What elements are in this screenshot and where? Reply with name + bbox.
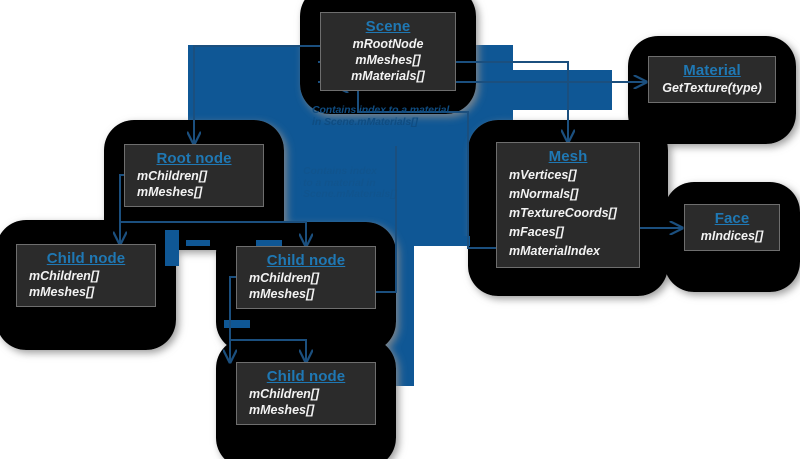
node-scene-title: Scene: [365, 18, 411, 35]
node-child-node-2-title: Child node: [266, 252, 346, 269]
annotation-material-index: Contains index to a material in Scene.mM…: [312, 104, 450, 128]
edge-scene-rootnode: [194, 45, 336, 144]
node-mesh-field-mvertices: mVertices[]: [509, 168, 577, 182]
node-material-title: Material: [683, 62, 741, 79]
node-material[interactable]: Material GetTexture(type): [648, 56, 776, 103]
node-root-node-title: Root node: [156, 150, 232, 167]
node-child-node-2[interactable]: Child node mChildren[] mMeshes[]: [236, 246, 376, 309]
edge-root-child2: [120, 221, 306, 246]
node-child-node-1-field-mchildren: mChildren[]: [29, 269, 100, 283]
edge-child2-child3-b: [230, 339, 306, 362]
node-face-field-mindices: mIndices[]: [700, 229, 764, 243]
node-scene-field-mmeshes: mMeshes[]: [355, 53, 421, 67]
node-child-node-3[interactable]: Child node mChildren[] mMeshes[]: [236, 362, 376, 425]
blue-overlap-slivers: [165, 230, 470, 328]
node-child-node-2-field-mchildren: mChildren[]: [249, 271, 320, 285]
node-mesh-title: Mesh: [548, 148, 588, 165]
node-mesh-field-mnormals: mNormals[]: [509, 187, 579, 201]
node-scene-field-mmaterials: mMaterials[]: [351, 69, 425, 83]
node-scene[interactable]: Scene mRootNode mMeshes[] mMaterials[]: [320, 12, 456, 91]
node-mesh-field-mtexturecoords: mTextureCoords[]: [509, 206, 617, 220]
node-child-node-3-field-mchildren: mChildren[]: [249, 387, 320, 401]
node-material-field-gettexture: GetTexture(type): [662, 81, 762, 95]
node-mesh-field-mfaces: mFaces[]: [509, 225, 564, 239]
node-root-node[interactable]: Root node mChildren[] mMeshes[]: [124, 144, 264, 207]
node-scene-field-mrootnode: mRootNode: [352, 37, 424, 51]
node-root-node-field-mchildren: mChildren[]: [137, 169, 208, 183]
node-child-node-1-field-mmeshes: mMeshes[]: [29, 285, 95, 299]
node-child-node-1[interactable]: Child node mChildren[] mMeshes[]: [16, 244, 156, 307]
node-mesh[interactable]: Mesh mVertices[] mNormals[] mTextureCoor…: [496, 142, 640, 268]
node-face-title: Face: [714, 210, 750, 227]
edge-scene-mesh: [452, 61, 568, 142]
node-child-node-2-field-mmeshes: mMeshes[]: [249, 287, 315, 301]
node-root-node-field-mmeshes: mMeshes[]: [137, 185, 203, 199]
node-child-node-3-field-mmeshes: mMeshes[]: [249, 403, 315, 417]
node-child-node-1-title: Child node: [46, 250, 126, 267]
annotation-ghost-duplicate: Contains index to a material in Scene.mM…: [303, 165, 397, 200]
node-child-node-3-title: Child node: [266, 368, 346, 385]
node-face[interactable]: Face mIndices[]: [684, 204, 780, 251]
node-mesh-field-mmaterialindex: mMaterialIndex: [509, 244, 601, 258]
